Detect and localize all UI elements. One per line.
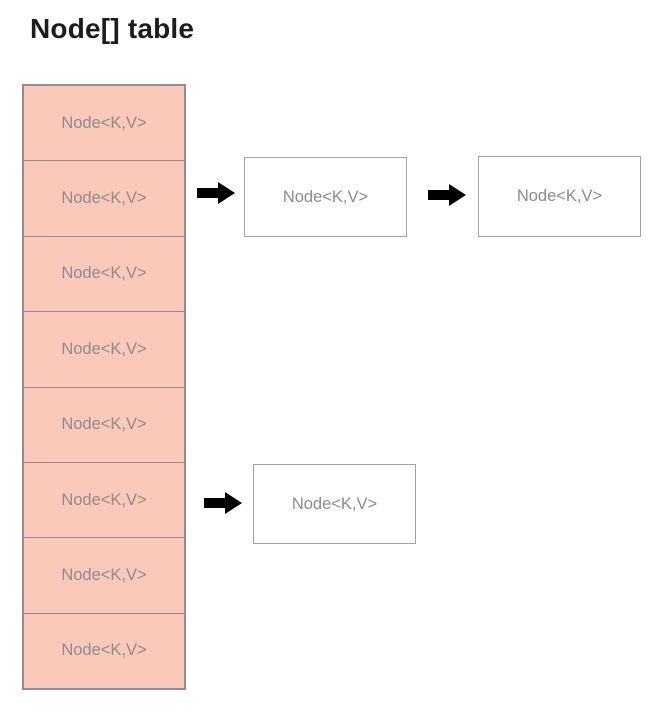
arrow-right-icon [197, 182, 235, 204]
diagram-title: Node[] table [30, 13, 195, 44]
table-cell: Node<K,V> [24, 388, 184, 463]
cell-label: Node<K,V> [61, 189, 147, 208]
cell-label: Node<K,V> [61, 641, 147, 660]
linked-node-box: Node<K,V> [253, 464, 416, 544]
node-label: Node<K,V> [291, 494, 378, 513]
table-cell: Node<K,V> [24, 86, 184, 162]
node-array-table: Node<K,V> Node<K,V> Node<K,V> Node<K,V> … [22, 84, 186, 690]
linked-node-box: Node<K,V> [478, 156, 641, 237]
table-cell: Node<K,V> [24, 538, 184, 614]
cell-label: Node<K,V> [61, 339, 147, 358]
cell-label: Node<K,V> [61, 113, 147, 132]
cell-label: Node<K,V> [61, 415, 147, 434]
table-cell: Node<K,V> [24, 161, 184, 237]
linked-node-box: Node<K,V> [244, 157, 407, 237]
node-label: Node<K,V> [282, 187, 369, 206]
cell-label: Node<K,V> [61, 565, 147, 584]
arrow-right-icon [204, 492, 242, 514]
table-cell: Node<K,V> [24, 463, 184, 539]
cell-label: Node<K,V> [61, 490, 147, 509]
table-cell: Node<K,V> [24, 312, 184, 388]
table-cell: Node<K,V> [24, 237, 184, 313]
table-cell: Node<K,V> [24, 614, 184, 688]
cell-label: Node<K,V> [61, 264, 147, 283]
node-label: Node<K,V> [516, 187, 603, 205]
arrow-right-icon [428, 184, 466, 206]
